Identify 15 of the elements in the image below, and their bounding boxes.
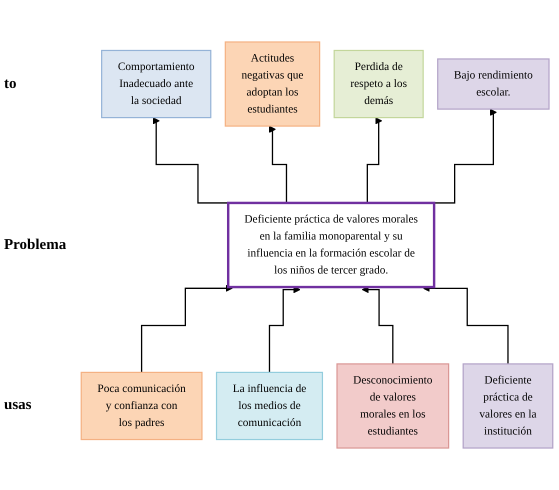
node-box: La influencia de los medios de comunicación <box>216 372 324 440</box>
node-box: Perdida de respeto a los demás <box>334 50 424 118</box>
node-box: Actitudes negativas que adoptan los estudiantes <box>224 41 320 127</box>
row-label: to <box>4 76 16 93</box>
arrow <box>362 286 394 365</box>
arrow <box>140 284 233 374</box>
arrow <box>268 286 301 374</box>
row-label: Problema <box>4 236 66 254</box>
node-box: Comportamiento Inadecuado ante la sociedad <box>101 50 212 118</box>
row-label: usas <box>4 397 32 414</box>
node-box: Poca comunicación y confianza con los padres <box>80 372 203 440</box>
node-box: Bajo rendimiento escolar. <box>437 58 550 110</box>
node-box: Deficiente práctica de valores morales en la familia monoparental y su influencia en la formación escolar de los niños de tercer grado. <box>226 202 436 288</box>
node-box: Deficiente práctica de valores en la institución <box>462 363 554 449</box>
node-box: Desconocimiento de valores morales en los estudiantes <box>336 363 450 449</box>
